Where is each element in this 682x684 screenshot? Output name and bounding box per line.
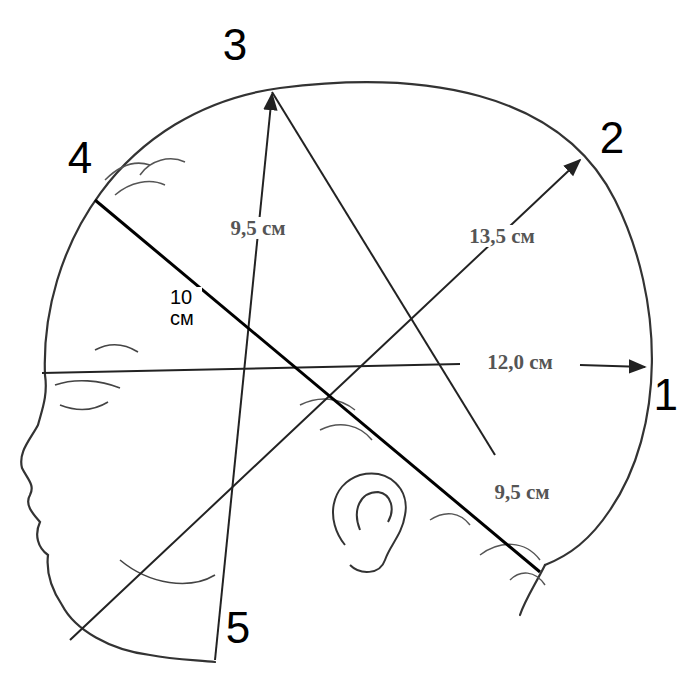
measurement-lines xyxy=(42,92,645,660)
callout-number: 4 xyxy=(68,135,92,181)
dimension-label: 10 см xyxy=(168,287,202,329)
dimension-label: 13,5 см xyxy=(467,225,537,247)
callout-number: 5 xyxy=(226,605,250,651)
face-details xyxy=(55,345,215,584)
dimension-label: 9,5 см xyxy=(228,217,287,239)
callout-number: 1 xyxy=(654,372,678,418)
dimension-label: 12,0 см xyxy=(485,351,555,373)
dimension-label: 9,5 см xyxy=(492,481,551,503)
measurement-line xyxy=(95,200,540,572)
ear xyxy=(333,474,406,572)
callout-number: 3 xyxy=(223,22,247,68)
callout-number: 2 xyxy=(600,115,624,161)
head-outline xyxy=(21,82,652,662)
